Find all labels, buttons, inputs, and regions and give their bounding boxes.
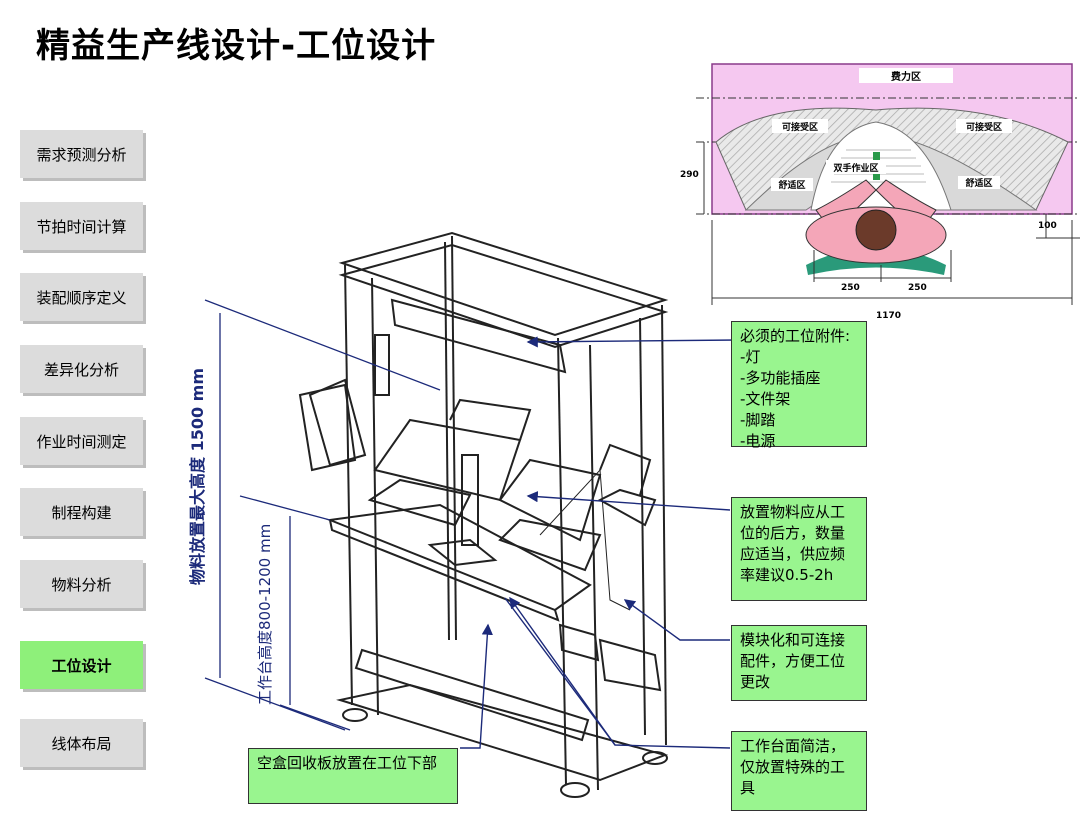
arrow-materials xyxy=(526,491,731,511)
nav-item-variance-analysis[interactable]: 差异化分析 xyxy=(20,345,143,393)
workstation-rack xyxy=(298,231,669,798)
callout-modular: 模块化和可连接配件，方便工位更改 xyxy=(731,625,867,701)
callout-attachments-item-pedal: -脚踏 xyxy=(740,411,776,429)
dim-label-table-height: 工作台高度800-1200 mm xyxy=(256,524,274,705)
arrow-modular xyxy=(623,599,730,641)
zone-two-hand-label: 双手作业区 xyxy=(833,162,878,174)
nav-item-process-build[interactable]: 制程构建 xyxy=(20,488,143,536)
reach-zone-diagram: 费力区 可接受区 可接受区 双手作业区 舒适区 舒适区 290 100 250 … xyxy=(680,63,1080,321)
callout-attachments-item-file-rack: -文件架 xyxy=(740,390,791,408)
nav-item-workstation-design[interactable]: 工位设计 xyxy=(20,641,143,689)
callout-empty-box: 空盒回收板放置在工位下部 xyxy=(248,748,458,804)
arrow-attachments xyxy=(526,336,739,348)
dim-250-left-label: 250 xyxy=(841,283,860,293)
nav-item-demand-forecast[interactable]: 需求预测分析 xyxy=(20,130,143,178)
zone-effort-label: 费力区 xyxy=(891,70,921,83)
arrow-empty-box xyxy=(460,623,493,749)
nav-item-takt-time[interactable]: 节拍时间计算 xyxy=(20,202,143,250)
dim-label-max-height: 物料放置最大高度 1500 mm xyxy=(188,368,207,585)
arrow-surface-2 xyxy=(504,597,616,746)
nav-item-line-layout[interactable]: 线体布局 xyxy=(20,719,143,767)
arrow-surface-1 xyxy=(509,596,731,749)
callout-surface: 工作台面简洁，仅放置特殊的工具 xyxy=(731,731,867,811)
callout-attachments-item-lamp: -灯 xyxy=(740,348,761,366)
page-title: 精益生产线设计-工位设计 xyxy=(36,26,437,66)
callout-attachments: 必须的工位附件: -灯 -多功能插座 -文件架 -脚踏 -电源 xyxy=(731,321,867,450)
dim-250-right-label: 250 xyxy=(908,283,927,293)
callout-attachments-heading: 必须的工位附件: xyxy=(740,327,851,345)
dim-line-table-height xyxy=(239,495,351,731)
nav-item-time-study[interactable]: 作业时间测定 xyxy=(20,417,143,465)
callout-materials: 放置物料应从工位的后方，数量应适当，供应频率建议0.5-2h xyxy=(731,497,867,601)
zone-comfort-left-label: 舒适区 xyxy=(778,179,805,191)
zone-accept-left-label: 可接受区 xyxy=(782,121,818,133)
dim-1170-label: 1170 xyxy=(876,311,901,321)
zone-comfort-right-label: 舒适区 xyxy=(965,177,992,189)
dim-line-max-height xyxy=(204,299,441,731)
nav-item-material-analysis[interactable]: 物料分析 xyxy=(20,560,143,608)
callout-attachments-item-power: -电源 xyxy=(740,432,776,450)
dim-100-label: 100 xyxy=(1038,221,1057,231)
nav-item-assembly-sequence[interactable]: 装配顺序定义 xyxy=(20,273,143,321)
dim-290-label: 290 xyxy=(680,170,699,180)
callout-attachments-item-socket: -多功能插座 xyxy=(740,369,821,387)
zone-accept-right-label: 可接受区 xyxy=(966,121,1002,133)
